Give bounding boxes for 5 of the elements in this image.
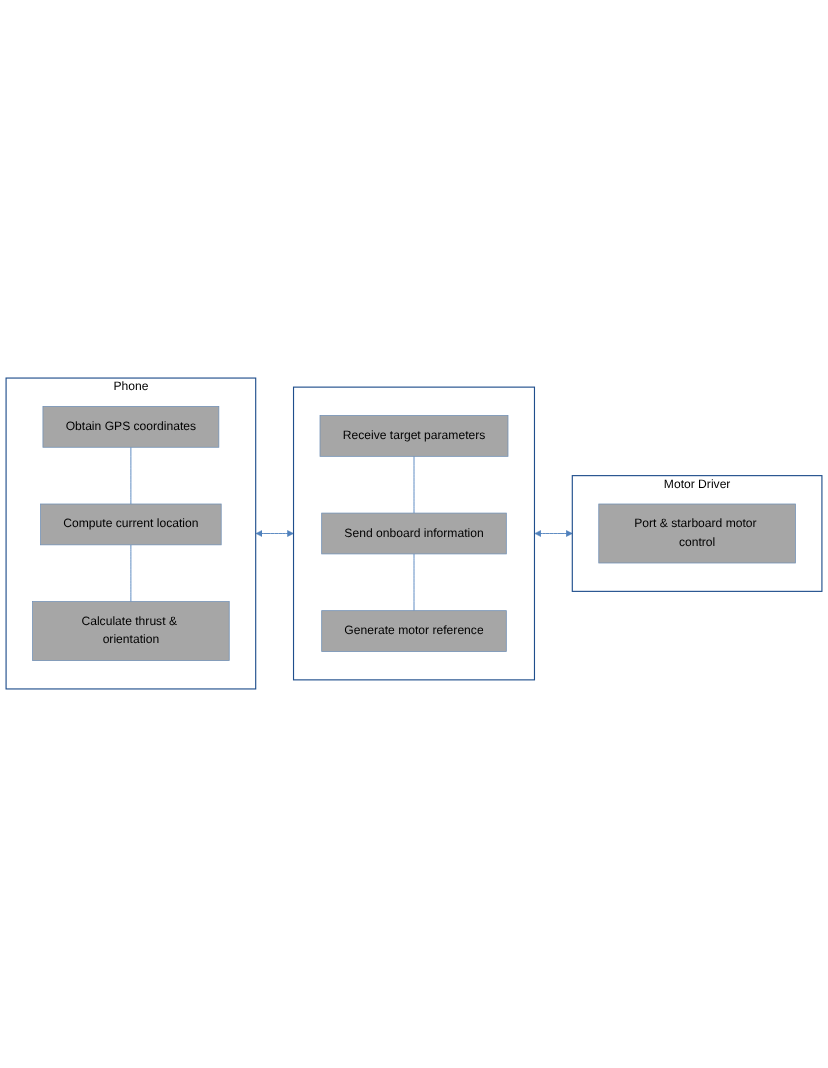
connector (130, 544, 132, 603)
connector (413, 456, 415, 515)
cluster (292, 387, 536, 681)
connector (413, 553, 415, 612)
connector (130, 447, 132, 505)
